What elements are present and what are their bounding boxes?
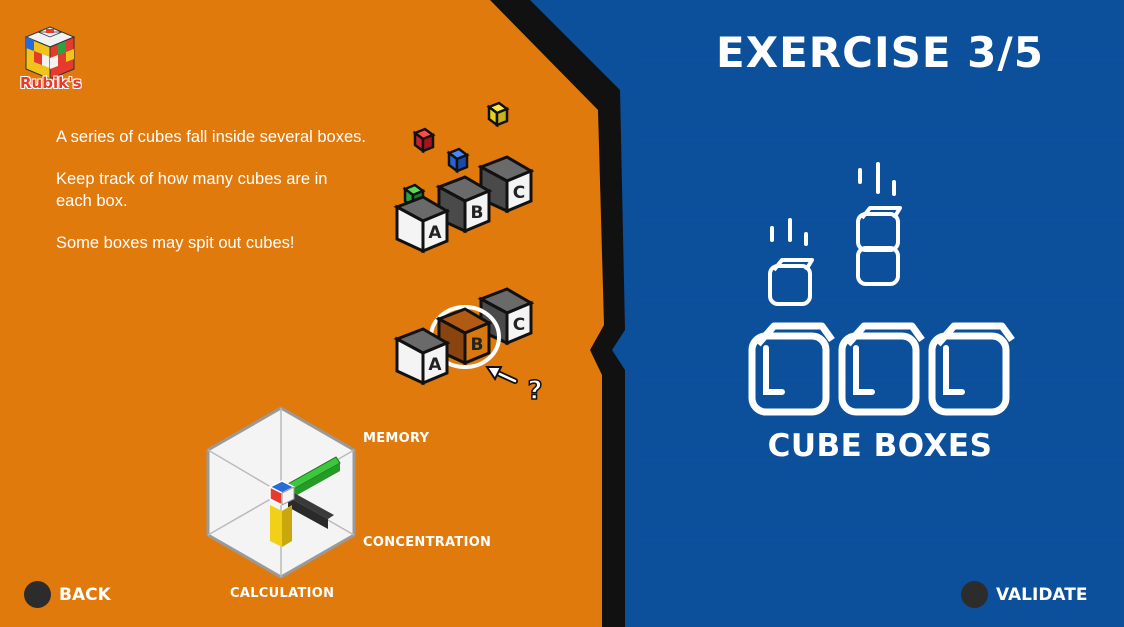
instruction-line-2: Keep track of how many cubes are in each… — [56, 170, 328, 210]
validate-button[interactable]: VALIDATE — [961, 581, 1087, 608]
box-outline-icons — [748, 322, 1015, 416]
rubiks-logo-cube-icon — [24, 26, 76, 80]
instruction-line-3: Some boxes may spit out cubes! — [56, 234, 295, 252]
validate-button-icon — [961, 581, 988, 608]
skill-calculation-label: CALCULATION — [230, 586, 335, 601]
box-label-c-bottom: C — [513, 315, 525, 335]
back-button-label: BACK — [59, 584, 111, 605]
box-label-c: C — [513, 183, 525, 203]
box-label-b: B — [471, 203, 484, 223]
exercise-title: EXERCISE 3/5 — [716, 28, 1044, 77]
box-a-top: A — [393, 195, 451, 254]
cube-boxes-illustration: C B A C B — [393, 101, 543, 407]
back-button[interactable]: BACK — [24, 581, 111, 608]
box-label-b-bottom: B — [471, 335, 484, 355]
box-label-a-bottom: A — [428, 355, 442, 375]
arrow-icon — [485, 366, 518, 384]
back-button-icon — [24, 581, 51, 608]
instructions: A series of cubes fall inside several bo… — [56, 126, 366, 274]
small-yellow-cube-icon — [486, 101, 510, 128]
rubiks-logo-text: Rubik's — [20, 74, 82, 92]
falling-cube-icon — [768, 206, 902, 306]
falling-lines-icon — [770, 162, 896, 246]
skill-concentration-label: CONCENTRATION — [363, 535, 492, 550]
small-red-cube-icon — [412, 127, 436, 154]
box-label-a: A — [428, 223, 442, 243]
question-mark: ? — [527, 376, 542, 406]
box-c-top: C — [477, 155, 535, 214]
skills-hexagon-diagram — [206, 406, 356, 579]
validate-button-label: VALIDATE — [996, 584, 1088, 605]
instruction-line-1: A series of cubes fall inside several bo… — [56, 128, 366, 146]
small-blue-cube-icon — [446, 147, 470, 174]
cube-boxes-icon — [748, 162, 1015, 416]
skill-memory-label: MEMORY — [363, 431, 430, 446]
exercise-name: CUBE BOXES — [767, 428, 993, 464]
box-a-bottom: A — [393, 327, 451, 386]
